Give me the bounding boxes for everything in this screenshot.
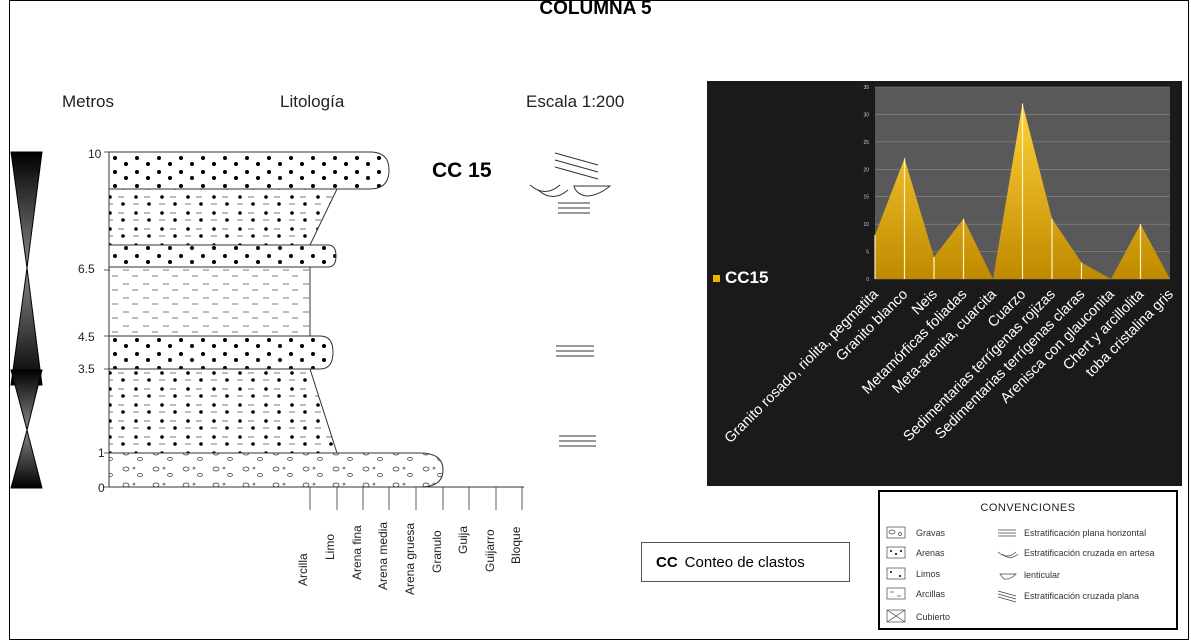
legend-swatch	[713, 275, 720, 283]
y-tick-label: 5	[866, 250, 869, 256]
cc-label: Conteo de clastos	[684, 553, 805, 571]
structure-symbols	[529, 152, 612, 447]
convention-item: Cubierto	[916, 612, 951, 622]
meter-tick: 3.5	[78, 362, 95, 376]
legend-label: CC15	[725, 268, 769, 287]
convention-item: Gravas	[916, 528, 946, 538]
sample-label: CC 15	[432, 159, 492, 182]
meter-tick: 1	[98, 446, 105, 460]
cc-legend-box: CC Conteo de clastos	[641, 542, 850, 582]
y-tick-label: 15	[863, 195, 869, 201]
page-title: COLUMNA 5	[539, 0, 652, 19]
header-metros: Metros	[62, 92, 114, 111]
category-label: Granito rosado, riolita, pegmatita	[722, 286, 883, 447]
meter-tick: 6.5	[78, 262, 95, 276]
y-tick-label: 25	[863, 140, 869, 146]
convention-item: Arenas	[916, 548, 945, 558]
convention-item: Limos	[916, 569, 941, 579]
cc-code: CC	[656, 553, 678, 571]
convention-item: Estratificación plana horizontal	[1024, 528, 1147, 538]
convention-item: Estratificación cruzada plana	[1024, 591, 1140, 601]
chart-legend: CC15	[713, 268, 768, 288]
header-litologia: Litología	[280, 92, 345, 111]
y-tick-label: 30	[863, 112, 869, 118]
y-tick-label: 20	[863, 167, 869, 173]
meter-tick: 4.5	[78, 330, 95, 344]
convention-item: lenticular	[1024, 570, 1061, 580]
y-tick-label: 10	[863, 222, 869, 228]
convention-item: Estratificación cruzada en artesa	[1024, 548, 1155, 558]
header-escala: Escala 1:200	[526, 92, 625, 111]
convention-symbols	[886, 526, 1019, 623]
stratigraphic-column	[10, 151, 612, 510]
meter-tick: 10	[88, 147, 102, 161]
conventions-title: CONVENCIONES	[980, 502, 1076, 514]
y-tick-label: 0	[866, 277, 869, 283]
y-tick-label: 35	[863, 85, 869, 91]
convention-item: Arcillas	[916, 589, 946, 599]
conventions-legend: CONVENCIONES Gravas Arenas Limos Arcilla…	[878, 490, 1178, 630]
meter-tick: 0	[98, 481, 105, 495]
